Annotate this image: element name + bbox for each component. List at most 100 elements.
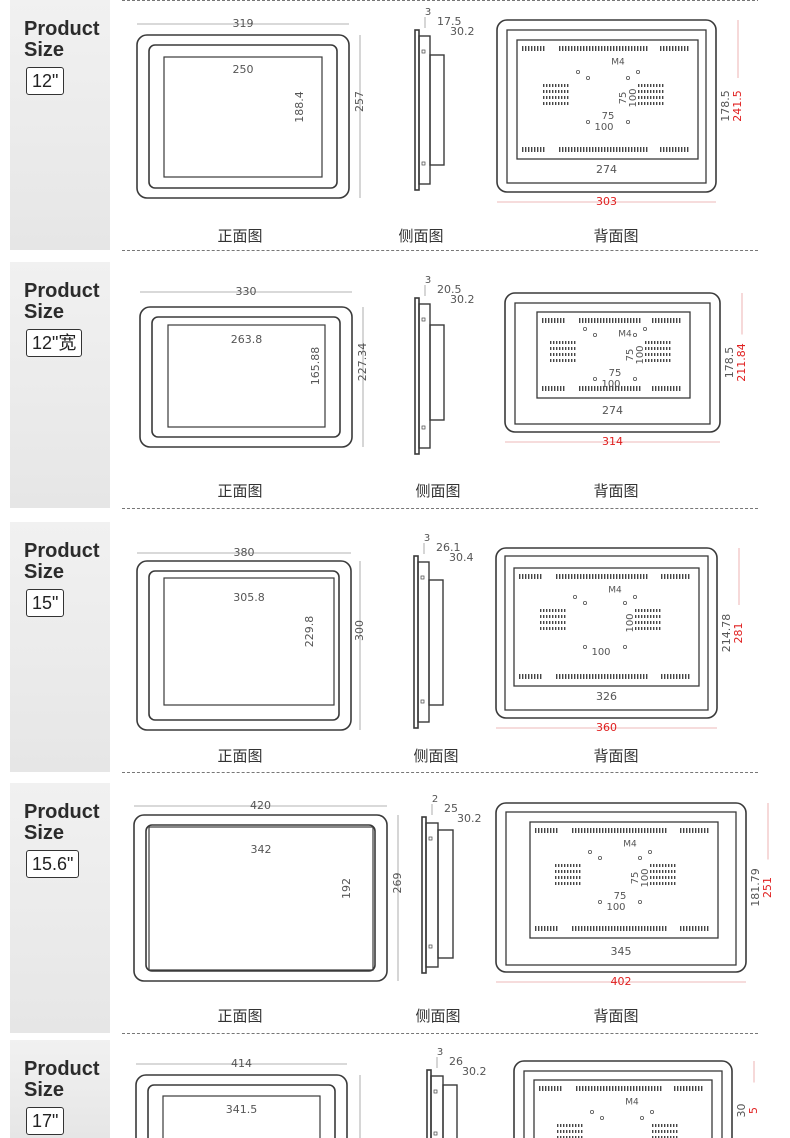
- side-dim-b: 20.5: [437, 283, 462, 296]
- front-screen: [167, 324, 326, 428]
- mount-hole: [623, 645, 628, 650]
- front-outer-frame: [135, 1074, 348, 1138]
- front-screen: [163, 577, 335, 706]
- vent-grille: [661, 574, 690, 579]
- back-panel: [513, 567, 700, 687]
- side-dim-a: 3: [437, 1047, 443, 1058]
- vent-grille: [519, 674, 542, 679]
- mount-hole: [586, 120, 591, 125]
- front-outer-height: 269: [391, 873, 404, 894]
- side-dim-b: 17.5: [437, 15, 462, 28]
- mount-hole: [586, 76, 591, 81]
- screw-label: M4: [608, 586, 622, 596]
- back-inner-frame: [505, 811, 737, 966]
- screw-label: M4: [623, 840, 637, 850]
- front-bezel: [148, 44, 338, 189]
- front-bezel: [148, 570, 340, 721]
- mount-hole: [598, 900, 603, 905]
- section-divider: [122, 508, 758, 509]
- back-outer-height: 251: [761, 877, 774, 898]
- vent-grille: [645, 359, 671, 362]
- vent-grille: [650, 864, 676, 867]
- vesa-v-75: 75: [630, 872, 641, 885]
- vent-grille: [652, 1124, 678, 1127]
- front-view-caption: 正面图: [217, 748, 263, 765]
- mount-hole: [640, 1116, 645, 1121]
- front-inner-width: 341.5: [226, 1103, 258, 1116]
- mount-hole: [648, 850, 653, 855]
- vent-grille: [550, 347, 576, 350]
- vent-grille: [660, 147, 689, 152]
- vent-grille: [557, 1136, 583, 1138]
- front-inner-width: 263.8: [231, 333, 263, 346]
- front-screen: [162, 1095, 321, 1138]
- size-label: Size: [24, 561, 65, 583]
- vent-grille: [540, 609, 566, 612]
- side-view-caption: 侧面图: [415, 483, 461, 500]
- vent-grille: [652, 1130, 678, 1133]
- back-inner-frame: [523, 1070, 723, 1138]
- vent-grille: [635, 609, 661, 612]
- vent-grille: [519, 574, 542, 579]
- front-bezel: [147, 1084, 336, 1138]
- front-inner-height: 229.8: [303, 616, 316, 648]
- side-dim-c: 30.4: [449, 551, 474, 564]
- vesa-h-75: 75: [614, 891, 627, 902]
- vent-grille: [635, 615, 661, 618]
- mount-hole: [588, 850, 593, 855]
- back-outer-width: 314: [602, 435, 623, 448]
- vent-grille: [543, 102, 569, 105]
- side-view: 3 20.530.2: [414, 275, 475, 455]
- vent-grille: [645, 353, 671, 356]
- front-outer-width: 420: [250, 799, 271, 812]
- vent-grille: [542, 318, 565, 323]
- vent-grille: [555, 876, 581, 879]
- vesa-v-100: 100: [640, 868, 651, 887]
- vent-grille: [579, 386, 641, 391]
- back-outer-width: 303: [596, 195, 617, 208]
- vent-grille: [638, 102, 664, 105]
- mount-hole: [623, 601, 628, 606]
- vent-grille: [557, 1124, 583, 1127]
- vesa-v-100: 100: [628, 88, 639, 107]
- section-divider: [122, 1033, 758, 1034]
- vesa-h-75: 75: [609, 368, 622, 379]
- side-back-box: [442, 1084, 458, 1138]
- side-dim-a: 3: [425, 275, 431, 286]
- back-inner-width: 274: [596, 163, 617, 176]
- vent-grille: [550, 353, 576, 356]
- product-label: Product: [24, 18, 100, 40]
- side-dim-a: 3: [425, 7, 431, 18]
- vent-grille: [557, 1130, 583, 1133]
- vent-grille: [550, 341, 576, 344]
- vent-grille: [650, 870, 676, 873]
- side-dim-c: 30.2: [450, 293, 475, 306]
- vent-grille: [638, 90, 664, 93]
- back-outer-frame: [504, 292, 721, 433]
- back-outer-height: 241.5: [731, 90, 744, 122]
- back-view-caption: 背面图: [593, 228, 639, 245]
- side-body: [418, 303, 431, 449]
- mount-hole: [573, 595, 578, 600]
- vent-grille: [522, 147, 545, 152]
- back-panel: [516, 39, 699, 160]
- vent-grille: [645, 341, 671, 344]
- front-outer-width: 380: [234, 546, 255, 559]
- product-label: Product: [24, 1058, 100, 1080]
- mount-hole: [583, 326, 588, 331]
- front-bezel: [151, 316, 341, 438]
- back-panel: [529, 821, 719, 939]
- vesa-h-100: 100: [601, 379, 620, 390]
- size-badge: 12": [26, 67, 65, 95]
- vent-grille: [650, 876, 676, 879]
- side-dim-b: 26.1: [436, 541, 461, 554]
